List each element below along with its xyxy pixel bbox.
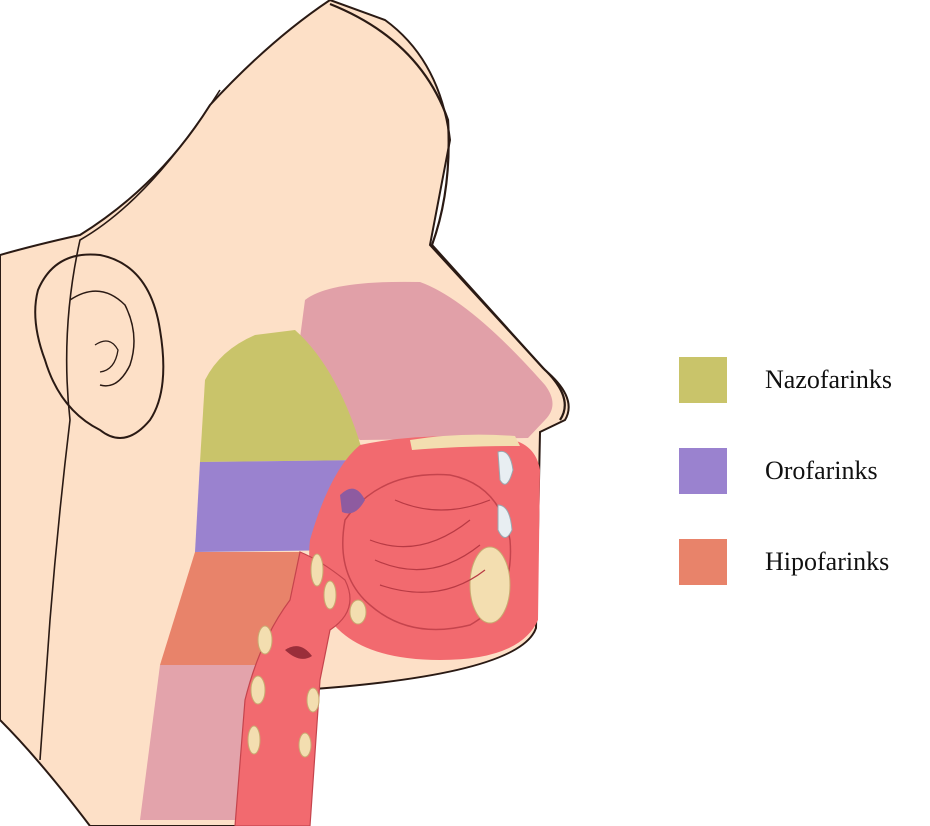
legend-item-hipofarinks[interactable]: Hipofarinks [679, 539, 930, 585]
legend-item-orofarinks[interactable]: Orofarinks [679, 448, 930, 494]
legend-swatch-orofarinks [679, 448, 727, 494]
legend-label-orofarinks: Orofarinks [765, 456, 878, 486]
legend-swatch-hipofarinks [679, 539, 727, 585]
legend-label-nazofarinks: Nazofarinks [765, 365, 892, 395]
legend-swatch-nazofarinks [679, 357, 727, 403]
legend-item-nazofarinks[interactable]: Nazofarinks [679, 357, 930, 403]
legend-label-hipofarinks: Hipofarinks [765, 547, 889, 577]
legend: Nazofarinks Orofarinks Hipofarinks [679, 357, 930, 630]
